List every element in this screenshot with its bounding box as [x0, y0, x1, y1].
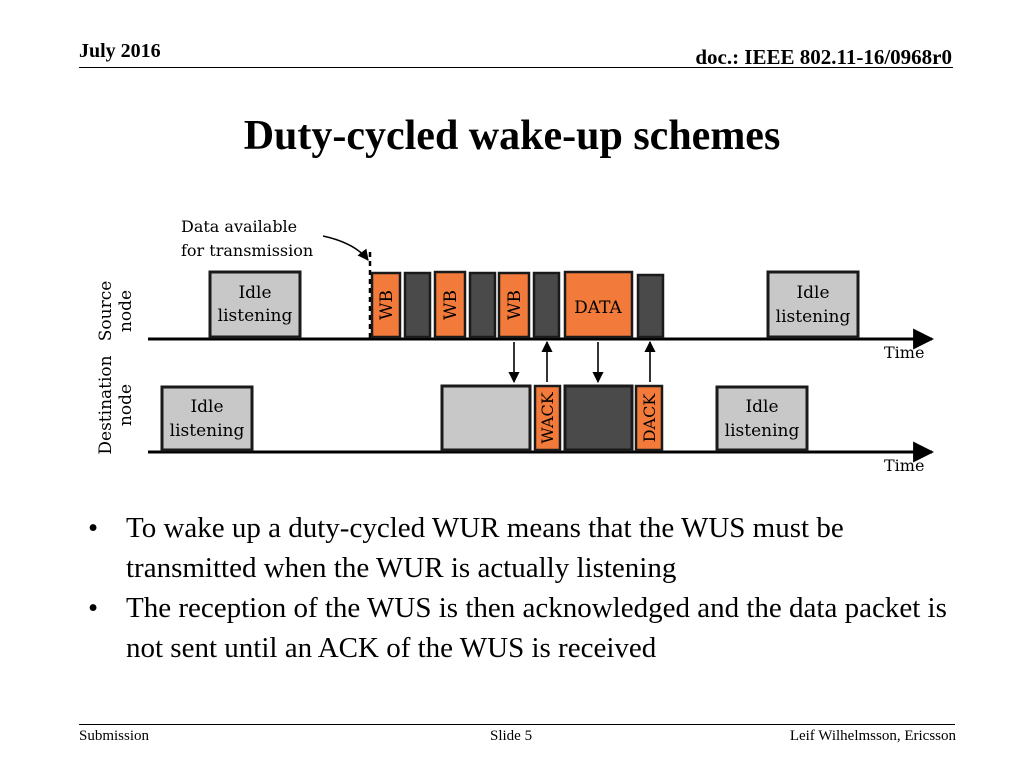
destination-time-label: Time: [884, 456, 924, 475]
bullet-text: The reception of the WUS is then acknowl…: [126, 592, 947, 664]
idle-label-line-2: listening: [725, 421, 800, 441]
listen-window-3: [532, 271, 561, 339]
receive-window: [440, 384, 532, 452]
destination-idle-listening-2: Idle listening: [715, 385, 809, 452]
destination-node-label: Destination node: [96, 355, 136, 454]
wb-label-2: WB: [441, 290, 461, 320]
source-node-label: Source node: [96, 281, 136, 342]
idle-label-line-2: listening: [776, 307, 851, 327]
footer-submission: Submission: [79, 728, 150, 744]
idle-label-line-1: Idle: [238, 283, 271, 303]
footer-author: Leif Wilhelmsson, Ericsson: [789, 728, 956, 744]
wb-label-1: WB: [377, 290, 397, 320]
source-idle-listening-2: Idle listening: [766, 270, 860, 339]
bullet-dot-icon: •: [88, 592, 99, 624]
bullet-dot-icon: •: [88, 512, 99, 544]
annotation-arrow: [322, 235, 369, 261]
data-receive-window: [563, 384, 634, 452]
bullet-list: • To wake up a duty-cycled WUR means that…: [88, 508, 968, 668]
wake-ack: WACK: [533, 384, 562, 452]
wack-label: WACK: [538, 391, 557, 443]
listen-window-4: [636, 273, 665, 339]
destination-node-label-line-2: node: [116, 384, 136, 426]
wake-beacon-3: WB: [497, 271, 531, 339]
footer-slide-number: Slide 5: [490, 728, 533, 744]
destination-idle-listening-1: Idle listening: [160, 385, 254, 452]
listen-window-2: [468, 271, 497, 339]
bullet-item: • To wake up a duty-cycled WUR means that…: [88, 508, 968, 588]
source-idle-listening-1: Idle listening: [208, 270, 302, 339]
destination-node-label-line-1: Destination: [96, 355, 116, 454]
wake-beacon-2: WB: [433, 270, 467, 339]
annotation-line-1: Data available: [181, 217, 297, 236]
data-ack: DACK: [634, 384, 664, 452]
wake-beacon-1: WB: [370, 271, 402, 339]
data-label: DATA: [574, 298, 622, 318]
idle-label-line-1: Idle: [190, 397, 223, 417]
annotation-line-2: for transmission: [181, 241, 313, 260]
bullet-text: To wake up a duty-cycled WUR means that …: [126, 512, 844, 584]
idle-label-line-2: listening: [170, 421, 245, 441]
idle-label-line-2: listening: [218, 306, 293, 326]
source-time-label: Time: [884, 343, 924, 362]
header-doc-id: doc.: IEEE 802.11-16/0968r0: [695, 45, 952, 69]
source-node-label-line-2: node: [116, 290, 136, 332]
bullet-item: • The reception of the WUS is then acknow…: [88, 588, 968, 668]
slide-title: Duty-cycled wake-up schemes: [243, 113, 781, 159]
listen-window-1: [403, 271, 432, 339]
header-divider: [79, 67, 953, 68]
header-date: July 2016: [79, 40, 161, 62]
idle-label-line-1: Idle: [796, 283, 829, 303]
data-packet: DATA: [563, 270, 634, 339]
source-node-label-line-1: Source: [96, 281, 116, 342]
idle-label-line-1: Idle: [745, 397, 778, 417]
wake-up-timing-diagram: Data available for transmission Source n…: [96, 217, 935, 475]
footer-divider: [79, 724, 955, 725]
dack-label: DACK: [640, 393, 659, 443]
wb-label-3: WB: [505, 290, 525, 320]
